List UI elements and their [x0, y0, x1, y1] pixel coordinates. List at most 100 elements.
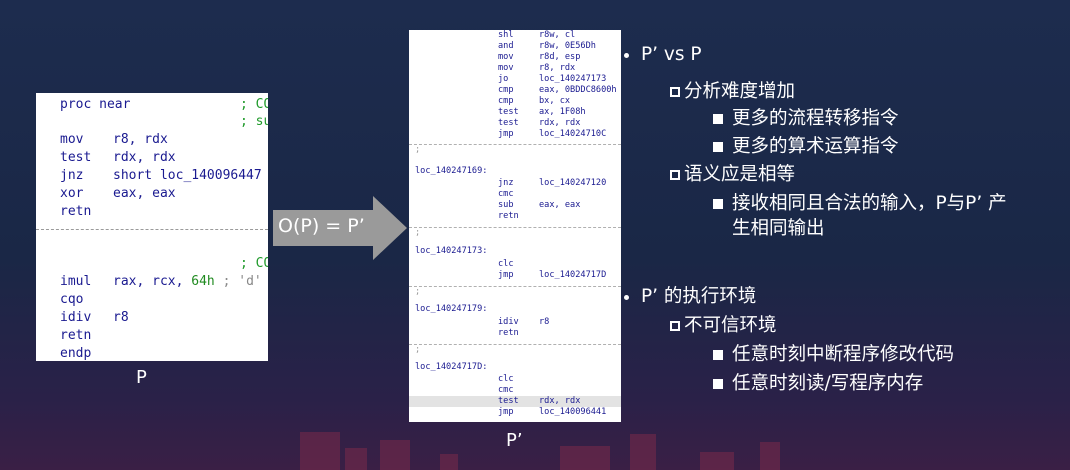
code-mnemonic: sub	[498, 200, 514, 210]
code-semicolon: ;	[415, 145, 421, 155]
code-mnemonic: jmp	[498, 407, 514, 417]
code-operand: rax, rcx,	[113, 274, 192, 289]
label-p-prime: P’	[506, 430, 523, 451]
square-bullet-icon	[713, 350, 723, 360]
code-mnemonic: xor	[60, 186, 84, 201]
code-mnemonic: mov	[60, 132, 84, 147]
code-mnemonic: retn	[498, 328, 519, 338]
code-mnemonic: idiv	[60, 310, 92, 325]
square-bullet-icon	[713, 142, 723, 152]
background-skyline	[0, 410, 1070, 470]
code-comment: ; 'd'	[222, 274, 262, 289]
code-operand: ax, 1F08h	[539, 107, 586, 117]
bullet-dot-icon	[624, 294, 629, 300]
bullet-l3: 接收相同且合法的输入，P与P’ 产	[732, 193, 1007, 214]
hollow-square-icon	[670, 87, 680, 97]
bullet-l2: 语义应是相等	[684, 164, 796, 185]
code-mnemonic: jmp	[498, 129, 514, 139]
code-operand: eax, eax	[113, 186, 176, 201]
transform-arrow-icon	[273, 196, 407, 260]
bullet-l3-continuation: 生相同输出	[732, 218, 825, 239]
code-mnemonic: proc near	[60, 97, 131, 112]
code-operand: r8	[113, 310, 129, 325]
code-highlight-row	[409, 396, 621, 407]
code-operand: rdx, rdx	[113, 150, 176, 165]
code-mnemonic: idiv	[498, 317, 519, 327]
code-operand: loc_14024717D	[539, 270, 607, 280]
code-operand: r8w, 0E56Dh	[539, 41, 596, 51]
code-mnemonic: and	[498, 41, 514, 51]
bullet-l3: 更多的流程转移指令	[732, 108, 899, 129]
code-label: loc_14024717D:	[415, 362, 488, 372]
bullet-l3: 任意时刻读/写程序内存	[732, 373, 924, 394]
code-mnemonic: test	[60, 150, 92, 165]
code-label: loc_140247173:	[415, 246, 488, 256]
code-comment: ; su	[240, 114, 268, 129]
square-bullet-icon	[713, 199, 723, 209]
code-comment: ; CO	[240, 97, 268, 112]
code-separator	[409, 344, 621, 345]
hollow-square-icon	[670, 170, 680, 180]
square-bullet-icon	[713, 379, 723, 389]
code-operand: rdx, rdx	[539, 118, 581, 128]
code-mnemonic: cmc	[498, 189, 514, 199]
code-operand: r8, rdx	[113, 132, 168, 147]
code-separator	[409, 144, 621, 145]
code-mnemonic: clc	[498, 374, 514, 384]
code-separator	[409, 286, 621, 287]
code-mnemonic: cqo	[60, 292, 84, 307]
code-operand: r8, rdx	[539, 63, 576, 73]
code-semicolon: ;	[415, 228, 421, 238]
bullet-l2: 分析难度增加	[684, 81, 796, 102]
code-number: 64h	[191, 274, 215, 289]
code-operand: bx, cx	[539, 96, 571, 106]
code-label: loc_140247179:	[415, 304, 488, 314]
bullet-dot-icon	[624, 52, 629, 58]
code-mnemonic: cmc	[498, 385, 514, 395]
code-comment: ; CO	[240, 256, 268, 271]
code-mnemonic: retn	[60, 328, 92, 343]
bullet-l3: 更多的算术运算指令	[732, 136, 899, 157]
code-operand: eax, eax	[539, 200, 581, 210]
code-mnemonic: imul	[60, 274, 92, 289]
code-operand: loc_140247120	[539, 178, 607, 188]
bullet-l3: 任意时刻中断程序修改代码	[732, 344, 955, 365]
code-operand: loc_14024710C	[539, 129, 607, 139]
code-label: loc_140247169:	[415, 166, 488, 176]
code-operand: eax, 0BDDC8600h	[539, 85, 617, 95]
code-mnemonic: jmp	[498, 270, 514, 280]
code-separator	[36, 229, 268, 230]
code-mnemonic: cmp	[498, 85, 514, 95]
code-mnemonic: test	[498, 118, 519, 128]
bullet-l1: P’ vs P	[641, 44, 702, 65]
bullet-l2: 不可信环境	[684, 315, 777, 336]
code-operand: rdx, rdx	[539, 396, 581, 406]
bullet-l1: P’ 的执行环境	[641, 286, 757, 307]
code-mnemonic: cmp	[498, 96, 514, 106]
code-mnemonic: jnz	[60, 168, 84, 183]
code-operand: r8d, esp	[539, 52, 581, 62]
code-operand: r8w, cl	[539, 30, 576, 40]
code-operand: short loc_140096447	[113, 168, 262, 183]
code-mnemonic: test	[498, 396, 519, 406]
hollow-square-icon	[670, 321, 680, 331]
square-bullet-icon	[713, 114, 723, 124]
code-semicolon: ;	[415, 287, 421, 297]
code-mnemonic: jo	[498, 74, 509, 84]
code-mnemonic: endp	[60, 346, 92, 361]
code-mnemonic: mov	[498, 52, 514, 62]
code-mnemonic: retn	[498, 211, 519, 221]
code-mnemonic: jnz	[498, 178, 514, 188]
code-operand: loc_140247173	[539, 74, 607, 84]
code-mnemonic: retn	[60, 204, 92, 219]
code-mnemonic: clc	[498, 259, 514, 269]
code-operand: r8	[539, 317, 550, 327]
code-separator	[409, 227, 621, 228]
code-operand: loc_140096441	[539, 407, 607, 417]
code-semicolon: ;	[415, 345, 421, 355]
original-code-panel: proc near ; CO ; su mov r8, rdx test rdx, r…	[36, 93, 268, 361]
code-mnemonic: test	[498, 107, 519, 117]
code-mnemonic: mov	[498, 63, 514, 73]
arrow-label: O(P) = P’	[278, 215, 365, 237]
